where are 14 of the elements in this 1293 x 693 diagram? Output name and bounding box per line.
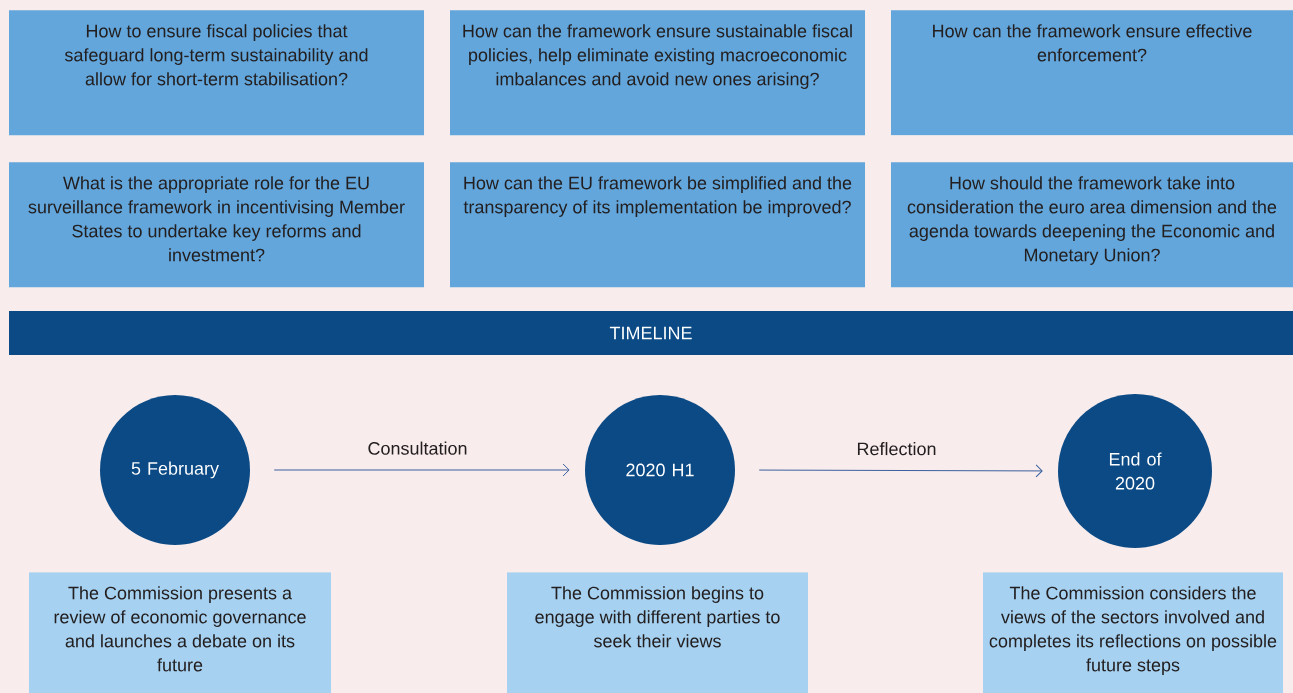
timeline-banner: TIMELINE xyxy=(9,311,1293,355)
question-box: How can the EU framework be simplified and the transparency of its implementation be improved? xyxy=(450,162,865,288)
description-box: The Commission considers the views of the sectors involved and completes its reflections on possible future steps xyxy=(983,572,1283,693)
arrow xyxy=(273,463,570,477)
question-box: How can the framework ensure effective enforcement? xyxy=(891,10,1293,136)
question-box: How to ensure fiscal policies that safeguard long-term sustainability and allow for short-term stabilisation? xyxy=(9,10,424,136)
question-box: How can the framework ensure sustainable fiscal policies, help eliminate existing macroeconomic imbalances and avoid new ones arising? xyxy=(450,10,865,136)
description-box: The Commission begins to engage with different parties to seek their views xyxy=(507,572,808,693)
edge-label: Consultation xyxy=(368,441,467,455)
arrow xyxy=(758,464,1043,478)
edge-label: Reflection xyxy=(857,442,936,456)
question-box: How should the framework take into consideration the euro area dimension and the agenda towards deepening the Economic and Monetary Union? xyxy=(891,162,1293,288)
description-box: The Commission presents a review of economic governance and launches a debate on its future xyxy=(29,572,331,693)
question-box: What is the appropriate role for the EU surveillance framework in incentivising Member States to undertake key reforms and investment? xyxy=(9,162,424,288)
